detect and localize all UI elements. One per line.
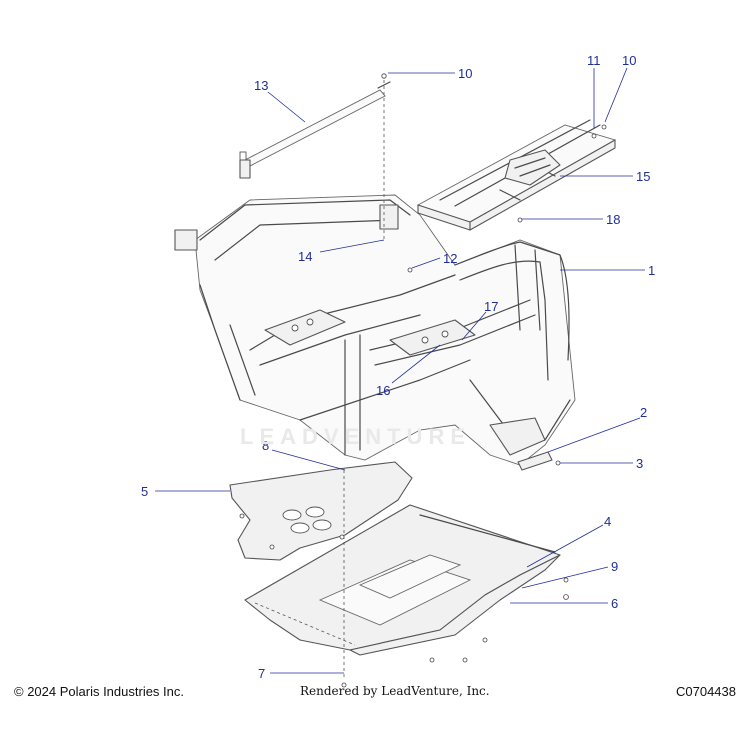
callout-18: 18 — [522, 212, 620, 227]
callout-13: 13 — [254, 78, 306, 123]
rear-rack-part-15[interactable] — [416, 119, 617, 231]
callout-label-14: 14 — [298, 249, 312, 264]
callout-label-10-rack: 10 — [622, 53, 636, 68]
callout-10-rack: 10 — [604, 53, 636, 123]
callout-16: 16 — [376, 344, 441, 398]
callout-1: 1 — [560, 263, 655, 278]
callout-9: 9 — [521, 559, 618, 589]
callout-label-8: 8 — [262, 438, 269, 453]
callout-label-18: 18 — [606, 212, 620, 227]
callout-10-top: 10 — [388, 66, 472, 81]
callout-2: 2 — [547, 405, 647, 453]
main-chassis-frame-part-1[interactable] — [174, 159, 576, 466]
callout-label-5: 5 — [141, 484, 148, 499]
copyright-text: © 2024 Polaris Industries Inc. — [14, 684, 184, 699]
callout-label-1: 1 — [648, 263, 655, 278]
callout-3: 3 — [560, 456, 643, 471]
callout-7: 7 — [258, 666, 344, 681]
callout-14: 14 — [298, 239, 385, 264]
main-skid-plate-part-4[interactable] — [244, 504, 569, 663]
callout-label-16: 16 — [376, 383, 390, 398]
callout-label-7: 7 — [258, 666, 265, 681]
callout-label-11: 11 — [587, 53, 601, 68]
rendered-by-text: Rendered by LeadVenture, Inc. — [300, 684, 490, 698]
callout-6: 6 — [510, 596, 618, 611]
callout-4: 4 — [526, 514, 611, 568]
callout-label-2: 2 — [640, 405, 647, 420]
callout-label-17: 17 — [484, 299, 498, 314]
fastener-hardware — [341, 73, 607, 688]
callout-label-13: 13 — [254, 78, 268, 93]
front-bracket-part-2[interactable] — [517, 451, 553, 471]
callout-17: 17 — [461, 299, 498, 341]
callout-label-15: 15 — [636, 169, 650, 184]
callout-label-9: 9 — [611, 559, 618, 574]
callout-label-6: 6 — [611, 596, 618, 611]
callout-label-4: 4 — [604, 514, 611, 529]
diagram-code: C0704438 — [676, 684, 736, 699]
callout-label-3: 3 — [636, 456, 643, 471]
callout-15: 15 — [560, 169, 650, 184]
callout-5: 5 — [141, 484, 230, 499]
rear-skid-plate-part-5[interactable] — [229, 461, 413, 561]
callout-label-10-top: 10 — [458, 66, 472, 81]
watermark: LEADVENTURE — [240, 424, 472, 449]
callout-8: 8 — [262, 438, 346, 471]
roll-bar-tube-part-13[interactable] — [239, 81, 391, 173]
callout-11: 11 — [587, 53, 601, 128]
callout-label-12: 12 — [443, 251, 457, 266]
callout-12: 12 — [411, 251, 457, 269]
